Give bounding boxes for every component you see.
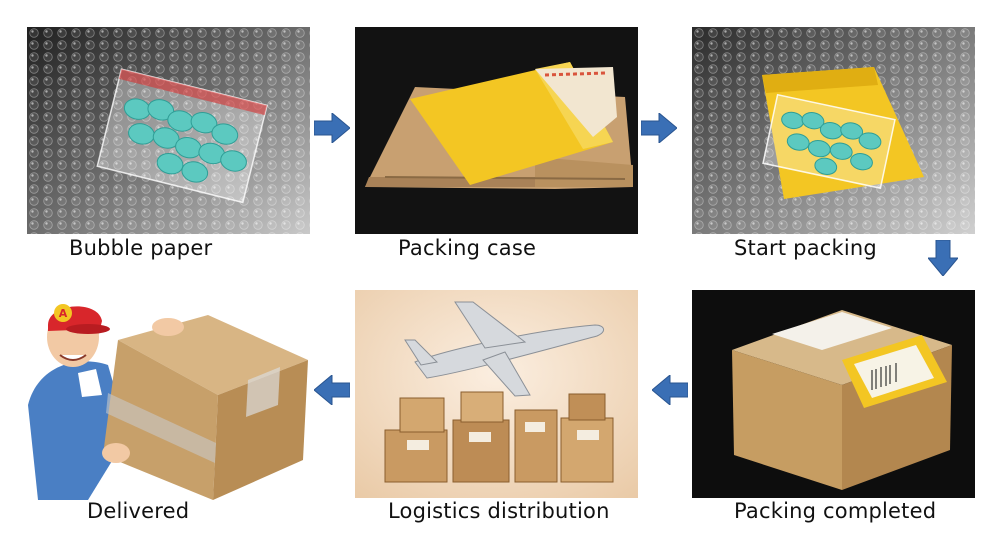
arrow-left-icon — [314, 375, 350, 405]
logistics-distribution-photo — [355, 290, 638, 498]
start-packing-photo — [692, 27, 975, 234]
arrow-left-icon — [652, 375, 688, 405]
arrow-right-icon — [641, 113, 677, 143]
arrow-right-icon — [314, 113, 350, 143]
step-label-packing-completed: Packing completed — [734, 499, 937, 523]
step-label-bubble-paper: Bubble paper — [69, 236, 213, 260]
arrow-down-icon — [928, 240, 958, 276]
step-label-logistics-distribution: Logistics distribution — [388, 499, 610, 523]
step-label-start-packing: Start packing — [734, 236, 877, 260]
packing-completed-photo — [692, 290, 975, 498]
step-label-delivered: Delivered — [87, 499, 190, 523]
cap-logo: A — [59, 307, 68, 320]
packing-case-photo — [355, 27, 638, 234]
step-label-packing-case: Packing case — [398, 236, 537, 260]
delivered-illustration: A — [18, 285, 314, 500]
bubble-paper-photo — [27, 27, 310, 234]
